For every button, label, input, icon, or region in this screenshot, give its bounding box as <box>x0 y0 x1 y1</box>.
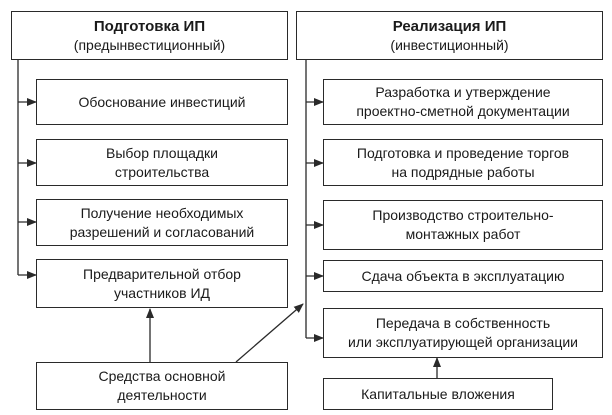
left-step-site-selection: Выбор площадки строительства <box>36 139 288 186</box>
step-label-line2: участников ИД <box>114 284 210 301</box>
right-step-commissioning: Сдача объекта в эксплуатацию <box>323 260 603 292</box>
source-label-line1: Средства основной <box>98 368 226 384</box>
source-label-line2: деятельности <box>117 387 207 403</box>
right-step-tenders: Подготовка и проведение торгов на подряд… <box>323 139 603 186</box>
step-label-line2: или эксплуатирующей организации <box>348 334 578 350</box>
implementation-subtitle: (инвестиционный) <box>390 36 509 53</box>
step-label-line2: разрешений и согласований <box>69 223 255 240</box>
left-step-investment-justification: Обоснование инвестиций <box>36 79 288 125</box>
step-label-line1: Получение необходимых <box>80 204 244 221</box>
step-label-line2: строительства <box>114 163 210 180</box>
left-step-preselection: Предварительной отбор участников ИД <box>36 259 288 308</box>
step-label: Обоснование инвестиций <box>78 93 246 110</box>
step-label-line1: Передача в собственность <box>375 315 551 331</box>
preparation-title: Подготовка ИП <box>93 17 206 35</box>
source-label: Капитальные вложения <box>361 385 515 402</box>
implementation-header: Реализация ИП (инвестиционный) <box>296 11 603 60</box>
funds-to-implementation-arrow <box>235 303 304 363</box>
right-step-construction: Производство строительно- монтажных рабо… <box>323 200 603 250</box>
step-label-line1: Разработка и утверждение <box>375 84 551 100</box>
left-step-permits: Получение необходимых разрешений и согла… <box>36 199 288 246</box>
step-label-line1: Выбор площадки <box>106 144 218 161</box>
right-step-design-docs: Разработка и утверждение проектно-сметно… <box>323 79 603 125</box>
right-step-ownership-transfer: Передача в собственность или эксплуатиру… <box>323 308 603 358</box>
source-capital-investment: Капитальные вложения <box>323 378 553 410</box>
implementation-title: Реализация ИП <box>392 17 507 35</box>
step-label-line2: проектно-сметной документации <box>356 103 570 119</box>
step-label-line1: Предварительной отбор <box>83 265 241 282</box>
source-operating-funds: Средства основной деятельности <box>36 362 288 410</box>
preparation-header: Подготовка ИП (предынвестиционный) <box>11 11 288 60</box>
step-label-line2: на подрядные работы <box>391 163 535 180</box>
step-label-line1: Производство строительно- <box>372 207 554 223</box>
step-label-line2: монтажных работ <box>405 226 521 242</box>
step-label-line1: Подготовка и проведение торгов <box>356 144 570 161</box>
preparation-subtitle: (предынвестиционный) <box>73 36 226 53</box>
step-label: Сдача объекта в эксплуатацию <box>361 267 565 284</box>
